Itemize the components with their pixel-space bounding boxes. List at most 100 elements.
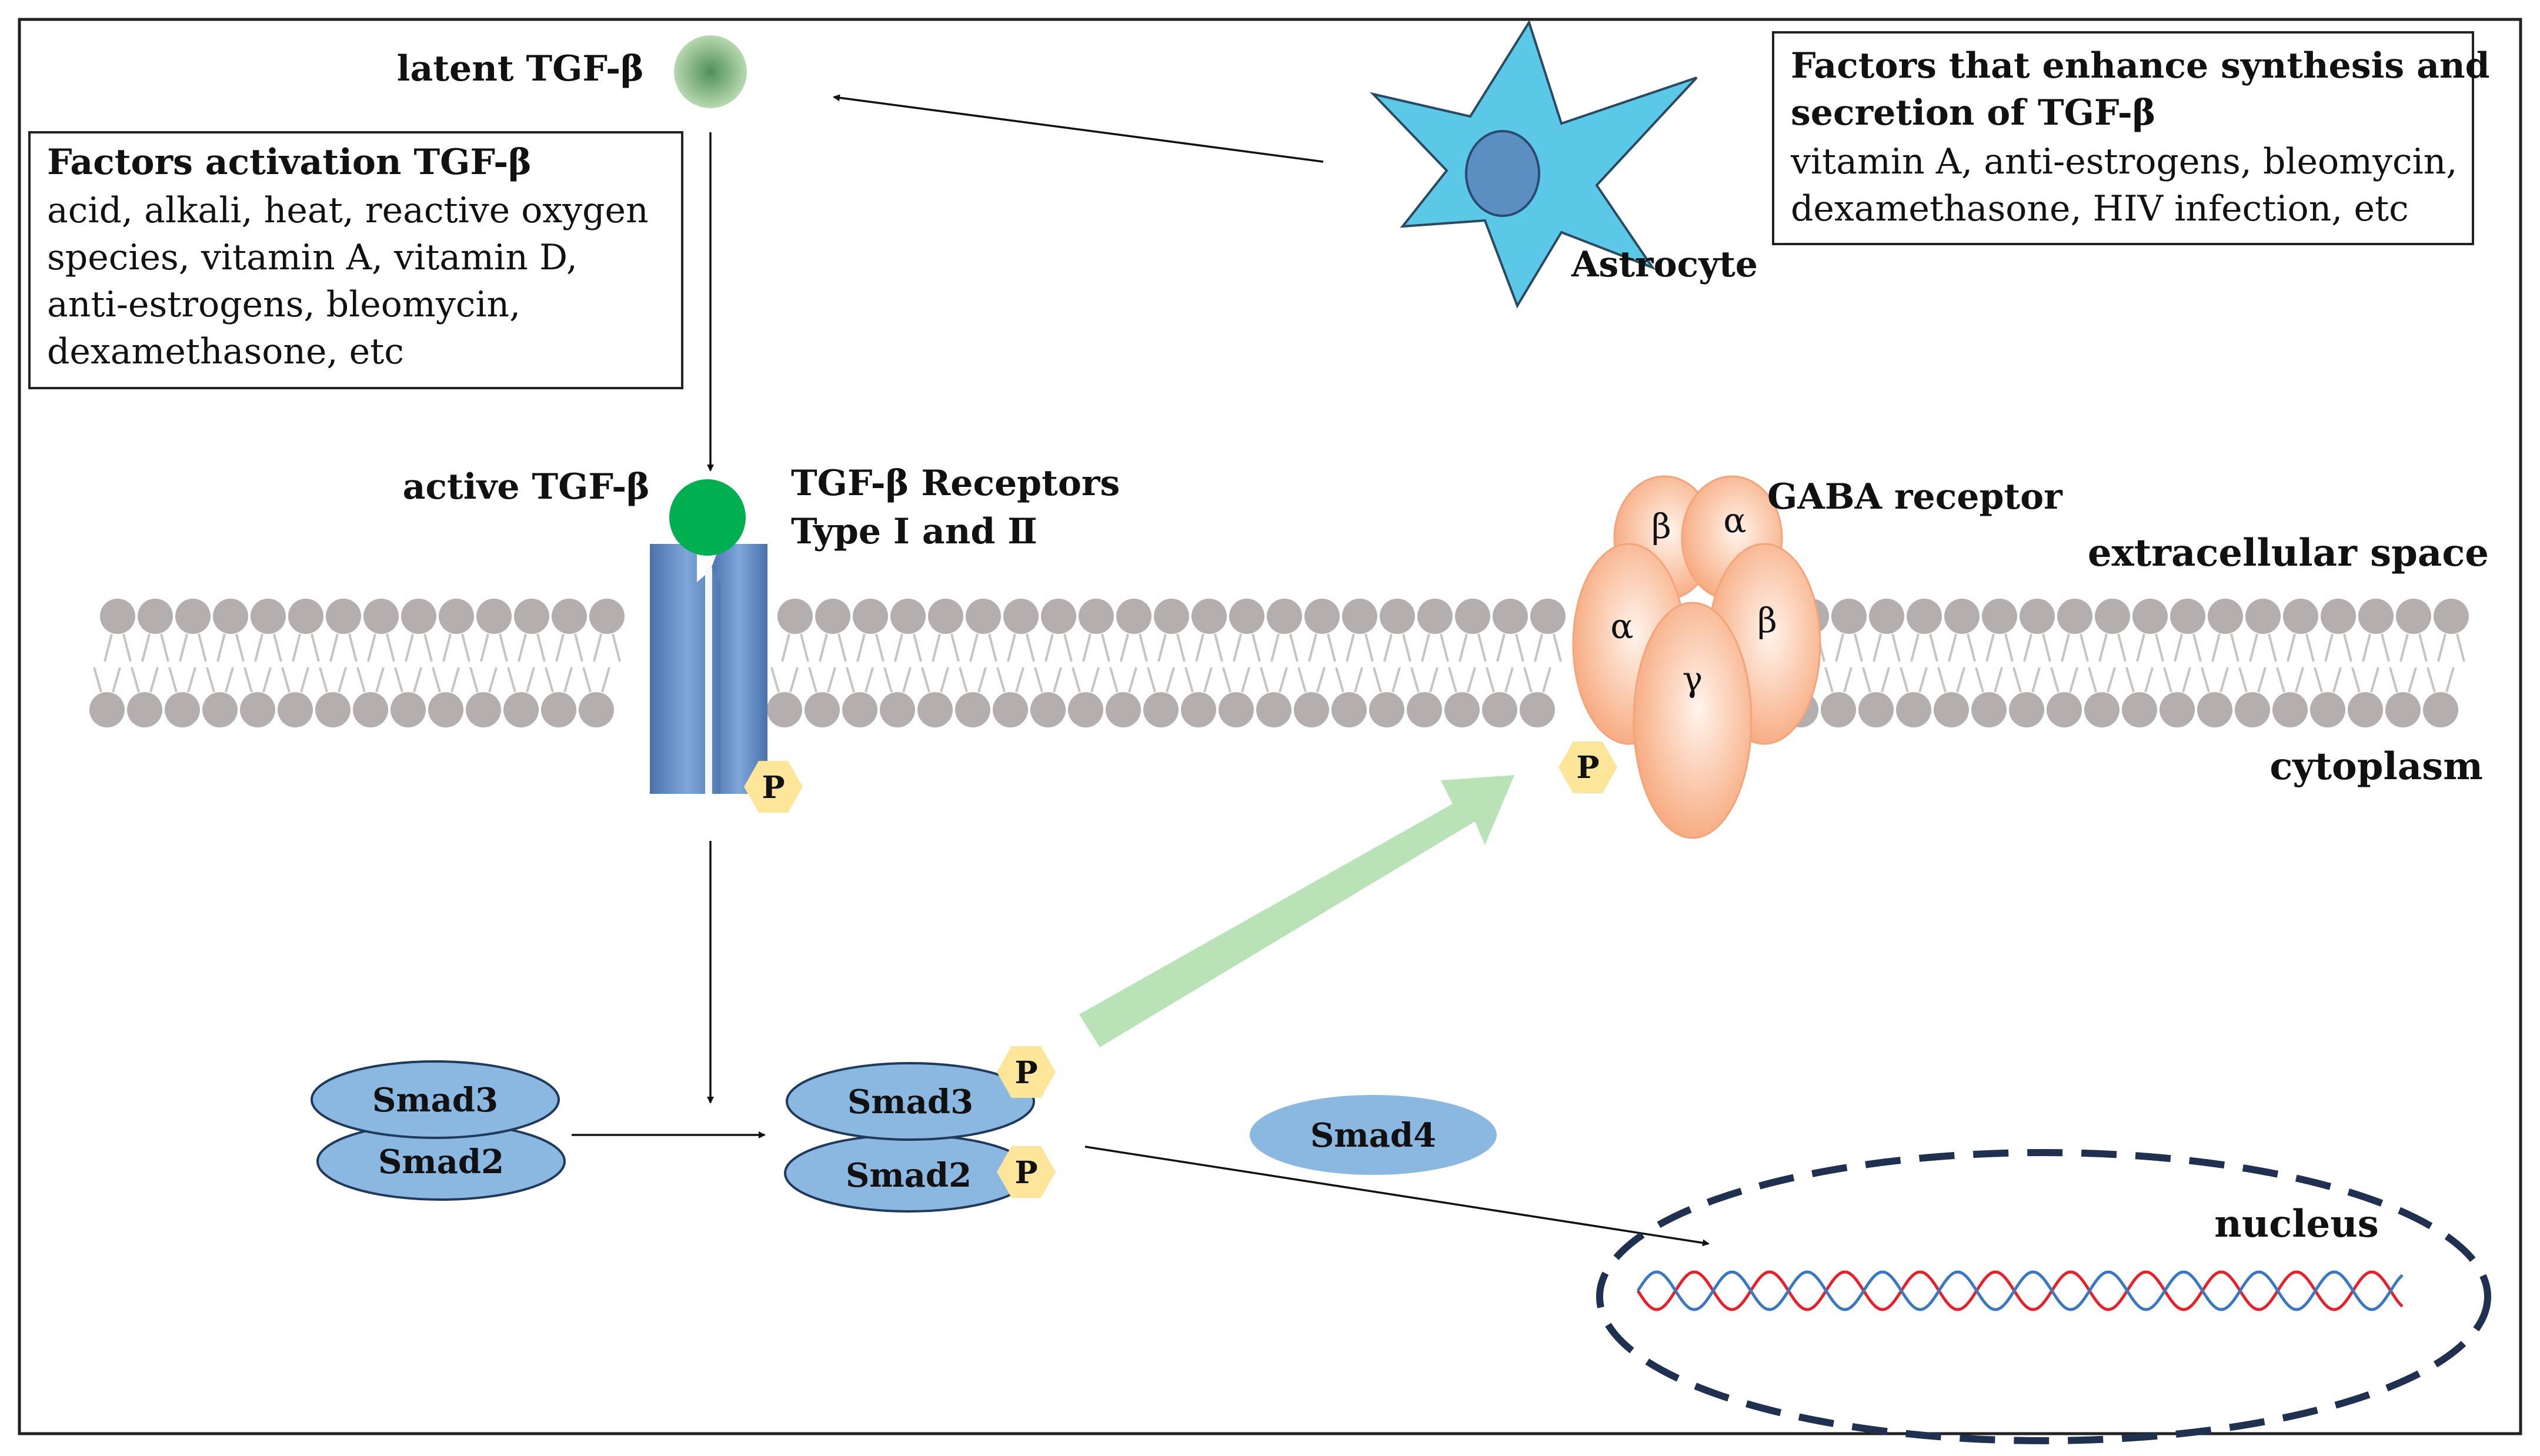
nucleus-envelope — [1596, 1149, 2491, 1444]
lipid-tails — [2351, 633, 2390, 693]
receptor-type-1 — [650, 544, 724, 794]
lipid-head-inner — [165, 692, 200, 727]
lipid-head-outer — [1191, 599, 1227, 634]
lipid-head-inner — [2310, 692, 2345, 727]
smad3-phosphate-label: P — [1014, 1055, 1037, 1091]
lipid-head-outer — [2245, 599, 2281, 634]
lipid-tails — [1862, 633, 1901, 693]
lipid-head-inner — [1030, 692, 1066, 727]
receptors-label-line-1: TGF-β Receptors — [791, 463, 1120, 504]
latent-tgf-label: latent TGF-β — [397, 48, 644, 89]
latent-tgf-molecule — [674, 35, 747, 108]
lipid-tails — [1297, 633, 1336, 693]
smad4-label: Smad4 — [1310, 1116, 1436, 1155]
lipid-head-inner — [428, 692, 463, 727]
lipid-tails — [281, 633, 320, 693]
gaba-alpha-left-label: α — [1610, 606, 1633, 646]
smad2-phosphate: P — [997, 1146, 1056, 1198]
lipid-head-inner — [1934, 692, 1969, 727]
lipid-head-outer — [1907, 599, 1942, 634]
lipid-head-outer — [175, 599, 211, 634]
lipid-head-inner — [466, 692, 501, 727]
lipid-head-outer — [363, 599, 399, 634]
lipid-tails — [1410, 633, 1449, 693]
lipid-tails — [469, 633, 508, 693]
lipid-tails — [2314, 633, 2352, 693]
lipid-head-outer — [1869, 599, 1904, 634]
lipid-tails — [582, 633, 621, 693]
smad-complex-active: Smad3 Smad2 P P — [784, 1046, 1056, 1213]
lipid-head-inner — [1858, 692, 1894, 727]
lipid-head-inner — [353, 692, 388, 727]
lipid-tails — [1937, 633, 1976, 693]
lipid-head-outer — [2321, 599, 2356, 634]
lipid-tails — [2389, 633, 2428, 693]
lipid-tails — [2276, 633, 2315, 693]
lipid-tails — [996, 633, 1035, 693]
lipid-tails — [1373, 633, 1411, 693]
smad4 — [1250, 1095, 1497, 1175]
lipid-tails — [131, 633, 169, 693]
lipid-head-outer — [890, 599, 926, 634]
lipid-tails — [883, 633, 922, 693]
lipid-head-inner — [767, 692, 802, 727]
lipid-head-inner — [2159, 692, 2195, 727]
lipid-tails — [1222, 633, 1261, 693]
lipid-head-outer — [1455, 599, 1490, 634]
dna-strand-red — [1636, 1270, 2404, 1311]
lipid-tails — [1072, 633, 1110, 693]
lipid-head-outer — [2095, 599, 2130, 634]
smad3-active-label: Smad3 — [847, 1083, 973, 1121]
lipid-head-inner — [1106, 692, 1141, 727]
lipid-head-outer — [2057, 599, 2092, 634]
gaba-beta-top-label: β — [1651, 506, 1671, 546]
arrow-astrocyte-to-latent — [833, 94, 1324, 163]
lipid-tails — [2426, 633, 2465, 693]
activation-factors-box: Factors activation TGF-β acid, alkali, h… — [28, 131, 683, 389]
lipid-head-outer — [1831, 599, 1867, 634]
lipid-head-outer — [401, 599, 436, 634]
lipid-head-inner — [89, 692, 125, 727]
arrow-smad-to-nucleus — [1084, 1146, 1710, 1247]
lipid-head-outer — [1982, 599, 2017, 634]
receptor-phosphate: P — [744, 761, 803, 813]
cell-membrane — [89, 599, 2469, 727]
lipid-head-inner — [240, 692, 275, 727]
lipid-head-inner — [880, 692, 915, 727]
smad3-inactive — [311, 1060, 560, 1139]
lipid-head-outer — [476, 599, 512, 634]
lipid-tails — [2238, 633, 2277, 693]
lipid-head-inner — [917, 692, 953, 727]
lipid-head-outer — [966, 599, 1001, 634]
lipid-head-inner — [2235, 692, 2270, 727]
lipid-head-outer — [1493, 599, 1528, 634]
synthesis-title-line-2: secretion of TGF-β — [1791, 92, 2156, 133]
smad3-phosphate: P — [997, 1046, 1056, 1098]
lipid-head-inner — [1896, 692, 1931, 727]
lipid-head-inner — [278, 692, 313, 727]
lipid-tails — [1034, 633, 1073, 693]
lipid-tails — [846, 633, 885, 693]
lipid-tails — [1486, 633, 1524, 693]
lipid-tails — [319, 633, 358, 693]
lipid-head-outer — [288, 599, 323, 634]
lipid-head-outer — [514, 599, 549, 634]
lipid-tails — [356, 633, 395, 693]
synthesis-factors-box: Factors that enhance synthesis and secre… — [1772, 31, 2490, 245]
astrocyte-nucleus — [1465, 130, 1540, 217]
lipid-tails — [1824, 633, 1863, 693]
synthesis-title-line-1: Factors that enhance synthesis and — [1791, 45, 2490, 86]
dna-strand-blue — [1636, 1270, 2404, 1311]
lipid-tails — [1147, 633, 1186, 693]
lipid-head-inner — [2348, 692, 2383, 727]
lipid-head-inner — [805, 692, 840, 727]
gaba-gamma-label: γ — [1683, 659, 1703, 699]
lipid-head-outer — [928, 599, 963, 634]
lipid-head-outer — [1417, 599, 1453, 634]
lipid-head-inner — [842, 692, 877, 727]
receptor-phosphate-label: P — [762, 770, 785, 806]
lipid-tails — [1335, 633, 1374, 693]
lipid-head-outer — [853, 599, 888, 634]
lipid-tails — [2088, 633, 2127, 693]
lipid-head-outer — [2396, 599, 2431, 634]
